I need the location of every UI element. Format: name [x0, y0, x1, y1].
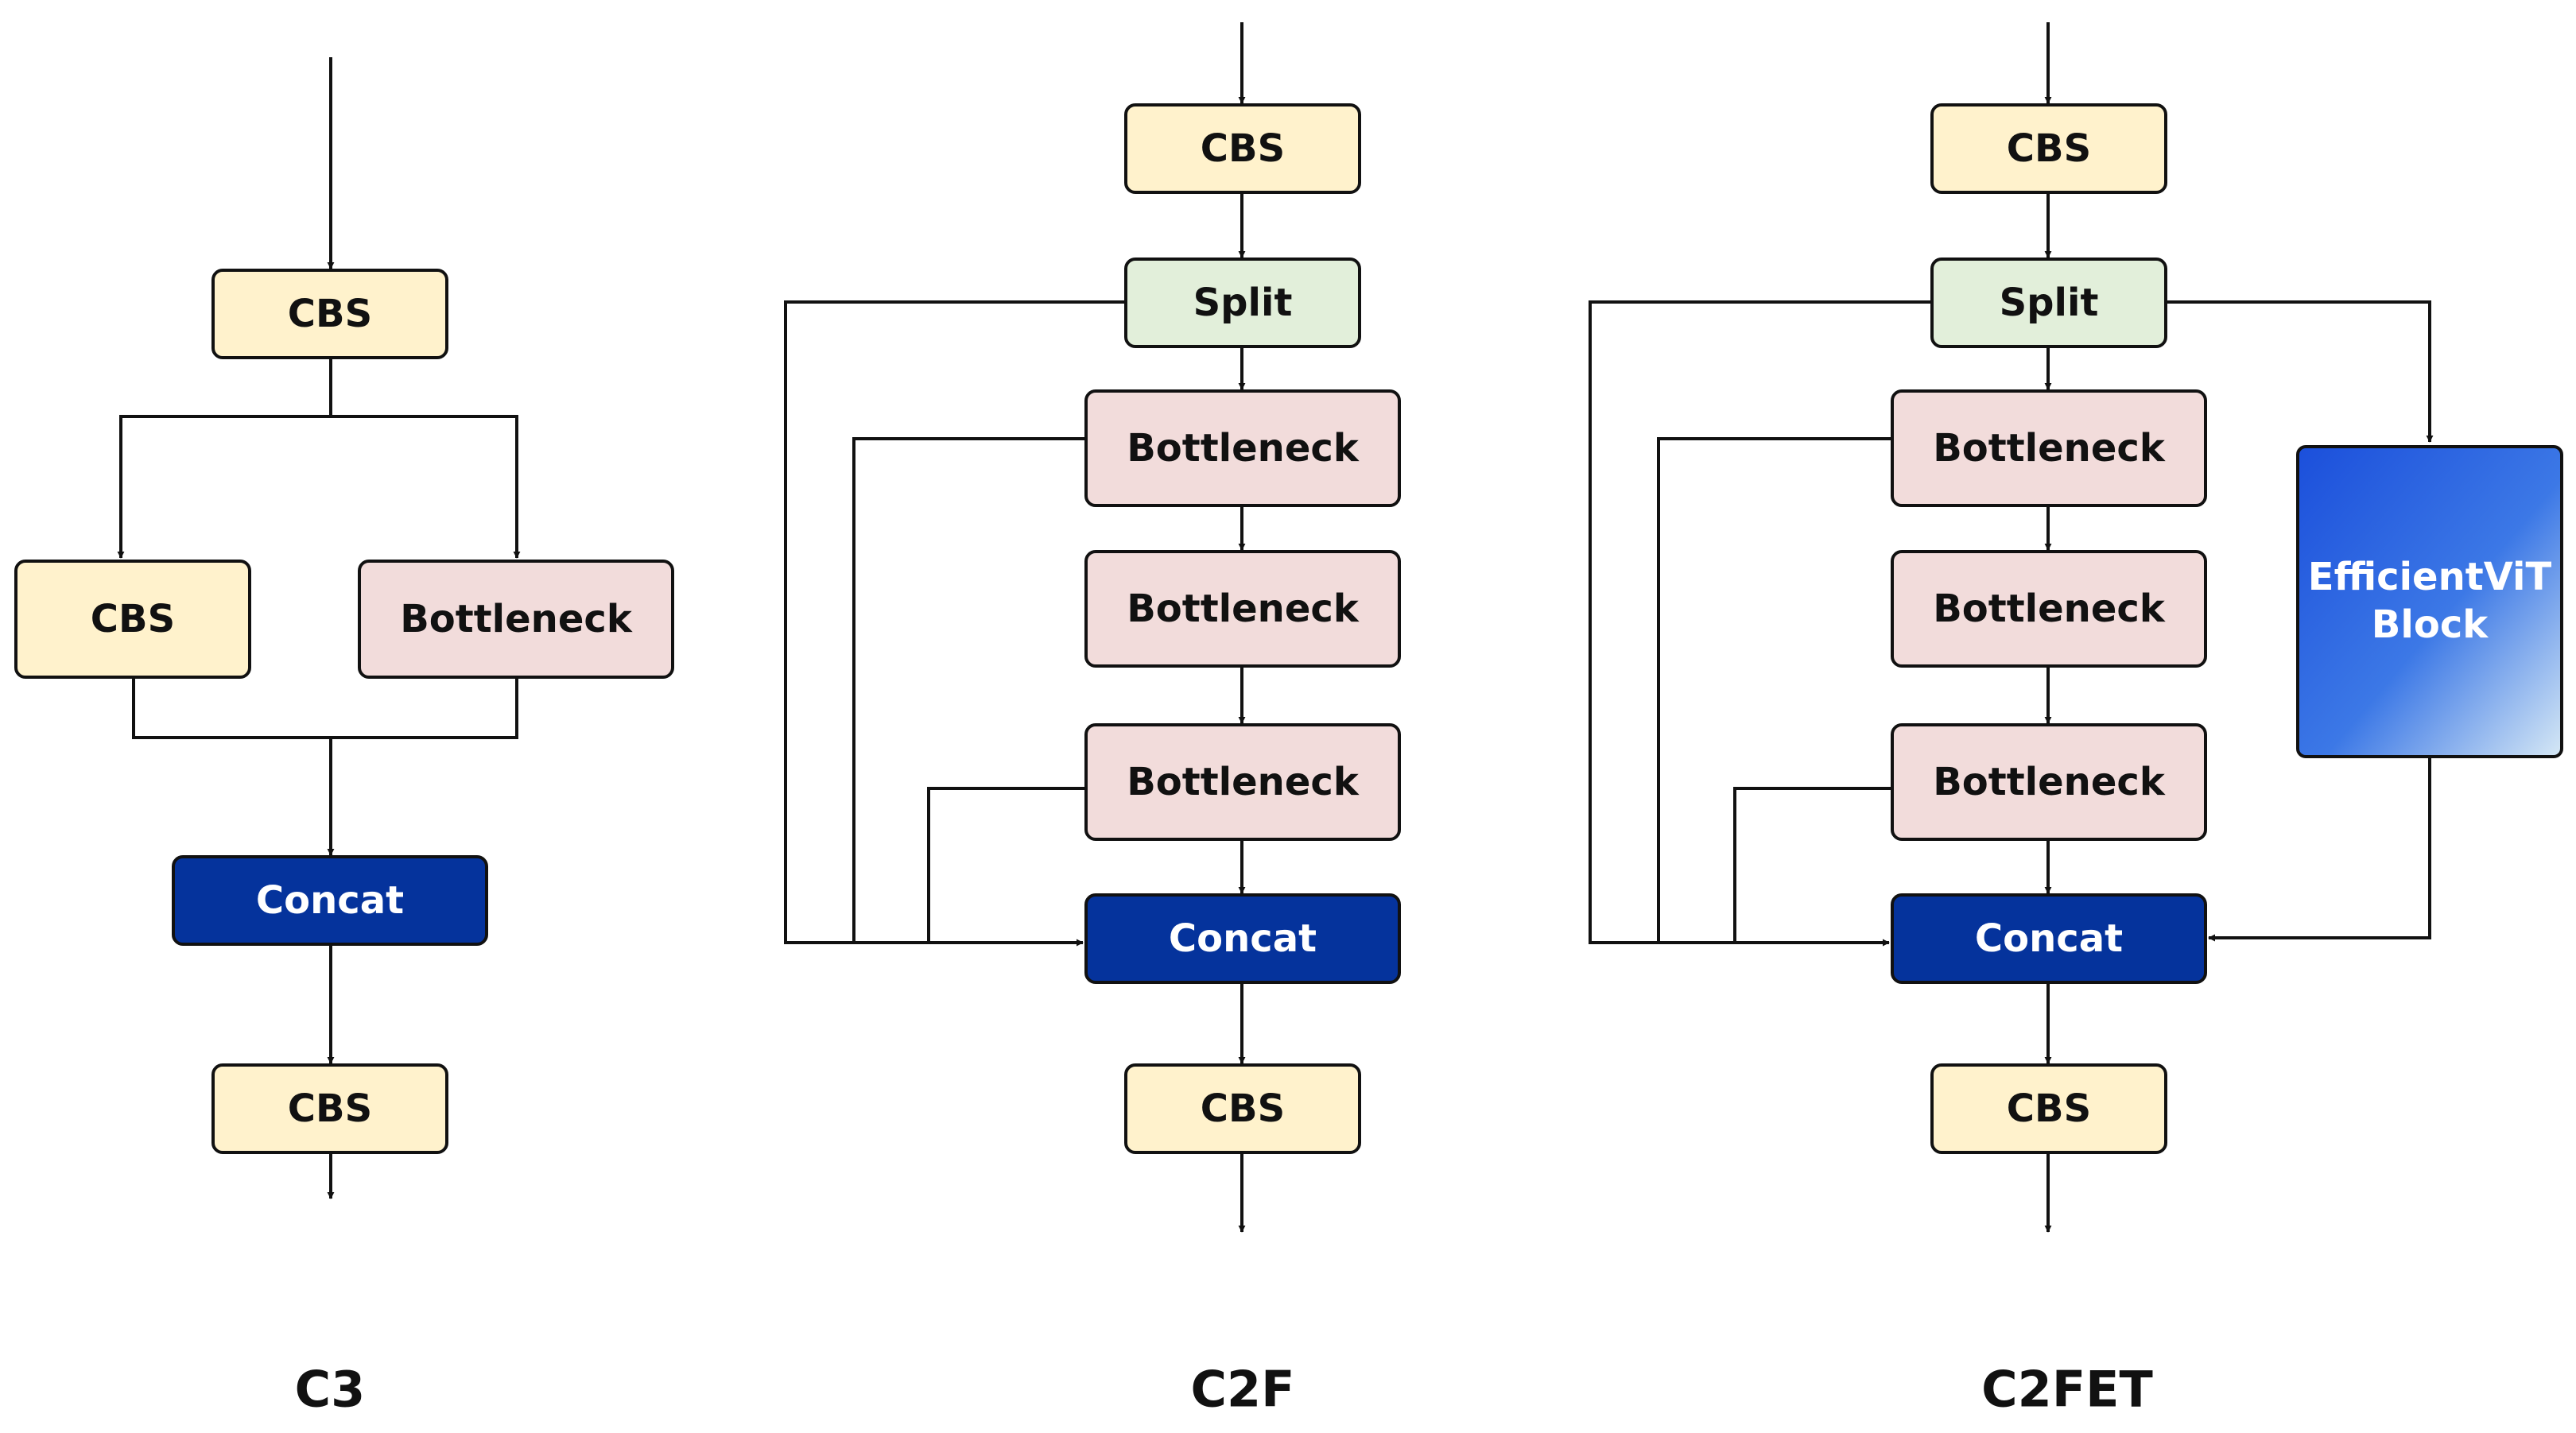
c2f-cbs-top-box: CBS — [1124, 103, 1361, 194]
c2f-bottleneck-2-box: Bottleneck — [1084, 550, 1401, 668]
c2fet-cbs-bottom-box: CBS — [1930, 1063, 2167, 1154]
c2f-bottleneck-3-box: Bottleneck — [1084, 723, 1401, 841]
c2fet-cbs-top-label: CBS — [2007, 126, 2091, 171]
c2fet-bottleneck-3-box: Bottleneck — [1891, 723, 2207, 841]
c2fet-cbs-top-box: CBS — [1930, 103, 2167, 194]
c2f-bn3-skip — [927, 787, 1086, 943]
c2fet-bn3-skip — [1733, 787, 1892, 943]
c2fet-concat-box: Concat — [1891, 893, 2207, 984]
c2f-split-box: Split — [1124, 258, 1361, 348]
c2fet-bottleneck-1-label: Bottleneck — [1933, 426, 2166, 471]
c3-concat-label: Concat — [256, 878, 404, 923]
c3-cbs-bottom-box: CBS — [211, 1063, 448, 1154]
c3-cbs-left-label: CBS — [91, 597, 175, 641]
c2fet-efficientvit-label-line1: EfficientViT — [2308, 555, 2552, 599]
c3-concat-box: Concat — [172, 855, 488, 946]
c3-cbs-top-box: CBS — [211, 269, 448, 359]
c2fet-bottleneck-1-box: Bottleneck — [1891, 389, 2207, 507]
c2f-bn1-skip — [852, 437, 1086, 943]
c3-cbs-bottom-label: CBS — [288, 1086, 372, 1131]
c2fet-effvit-to-concat-connector — [2208, 757, 2431, 942]
c2fet-cbs-bottom-label: CBS — [2007, 1086, 2091, 1131]
c3-merge-connector — [132, 677, 518, 739]
c2fet-split-to-effvit-connector — [2164, 300, 2434, 443]
c2f-bottleneck-2-label: Bottleneck — [1127, 587, 1360, 631]
c2fet-bottleneck-2-label: Bottleneck — [1933, 587, 2166, 631]
c2fet-caption: C2FET — [1981, 1361, 2153, 1419]
c2fet-efficientvit-block-box: EfficientViT Block — [2296, 445, 2563, 758]
c2f-bottleneck-1-box: Bottleneck — [1084, 389, 1401, 507]
c2fet-split-skip — [1589, 300, 1932, 947]
c2fet-bottleneck-3-label: Bottleneck — [1933, 760, 2166, 804]
c3-caption: C3 — [295, 1361, 366, 1419]
c2f-cbs-top-label: CBS — [1201, 126, 1285, 171]
c3-cbs-left-box: CBS — [14, 560, 251, 679]
c2fet-bottleneck-2-box: Bottleneck — [1891, 550, 2207, 668]
c3-branch-connector-right — [331, 415, 521, 559]
c3-diagram — [117, 57, 521, 1199]
c2f-caption: C2F — [1191, 1361, 1295, 1419]
c2fet-bn1-skip — [1657, 437, 1892, 943]
c2fet-diagram — [1589, 22, 2434, 1233]
c2f-split-label: Split — [1193, 281, 1293, 325]
c3-cbs-top-label: CBS — [288, 292, 372, 336]
c2f-bottleneck-3-label: Bottleneck — [1127, 760, 1360, 804]
c3-branch-connector — [117, 358, 332, 559]
c2f-cbs-bottom-label: CBS — [1201, 1086, 1285, 1131]
c2fet-split-box: Split — [1930, 258, 2167, 348]
c2fet-concat-label: Concat — [1975, 916, 2123, 961]
c3-bottleneck-label: Bottleneck — [400, 597, 633, 641]
c2f-split-skip — [784, 300, 1126, 947]
c2f-diagram — [784, 22, 1246, 1233]
c2f-cbs-bottom-box: CBS — [1124, 1063, 1361, 1154]
c3-bottleneck-box: Bottleneck — [358, 560, 674, 679]
c2fet-split-label: Split — [2000, 281, 2099, 325]
c2fet-efficientvit-label-line2: Block — [2372, 602, 2489, 647]
c2f-concat-box: Concat — [1084, 893, 1401, 984]
c2f-bottleneck-1-label: Bottleneck — [1127, 426, 1360, 471]
c2f-concat-label: Concat — [1169, 916, 1317, 961]
